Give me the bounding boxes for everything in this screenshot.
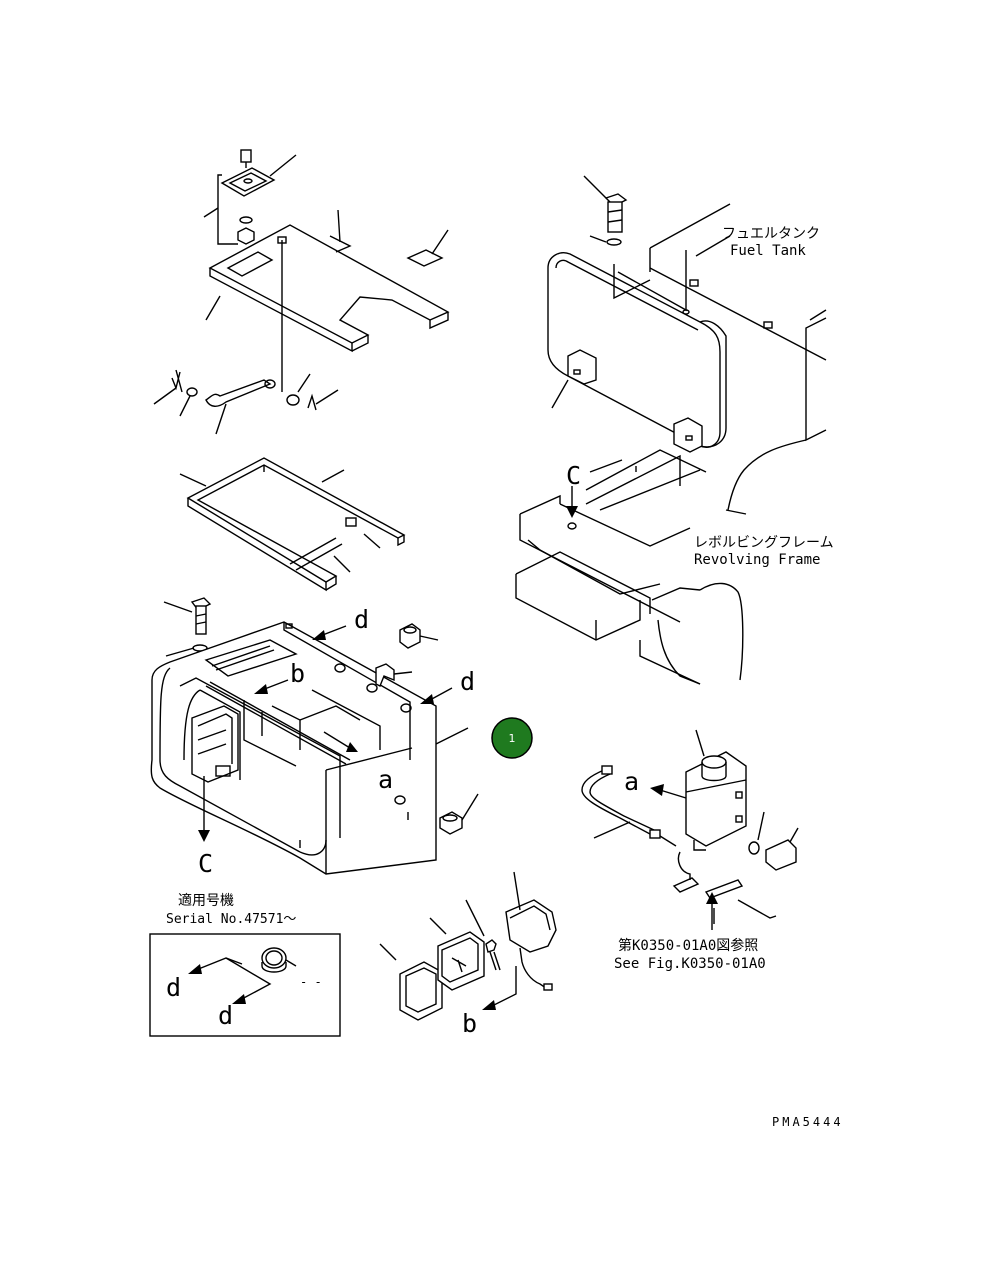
arrow-b-inner [254, 679, 289, 694]
callout-d-right: d [460, 667, 475, 696]
tray-frame [179, 457, 406, 592]
battery-box [150, 597, 479, 875]
lamp-assembly [379, 871, 557, 1021]
fuel-tank-jp-label: フュエルタンク [722, 226, 820, 242]
revolving-frame-en-label: Revolving Frame [694, 552, 820, 568]
arrow-c-down [198, 776, 210, 842]
arrow-see-fig [706, 892, 718, 930]
fuel-tank-assembly [515, 175, 827, 685]
arrow-c-frame [566, 486, 578, 518]
arrow-b-lamp [482, 966, 517, 1010]
callout-a-box: a [378, 765, 393, 794]
arrow-a-inner [323, 731, 358, 752]
arrow-a-right [650, 784, 687, 799]
item-badge[interactable]: 1 [491, 717, 533, 759]
callout-c-box: C [198, 849, 213, 878]
callout-b-box: b [290, 659, 305, 688]
callout-d-serial-1: d [166, 973, 181, 1002]
item-badge-number: 1 [509, 732, 516, 745]
applicable-jp-label: 適用号機 [178, 892, 234, 909]
revolving-frame-jp-label: レボルビングフレーム [694, 535, 834, 551]
callout-d-top: d [354, 605, 369, 634]
serial-detail-box [149, 933, 341, 1037]
cover-plate-assembly [153, 149, 450, 435]
dash-marker: - - [300, 975, 322, 989]
fuel-tank-en-label: Fuel Tank [730, 243, 806, 259]
see-fig-en-label: See Fig.K0350-01A0 [614, 956, 766, 972]
washer-tank-assembly [581, 729, 799, 930]
callout-d-serial-2: d [218, 1001, 233, 1030]
see-fig-jp-label: 第K0350-01A0図参照 [618, 937, 758, 954]
arrow-d-right [420, 687, 453, 704]
drawing-code: PMA5444 [772, 1115, 844, 1129]
callout-b-lamp: b [462, 1009, 477, 1038]
callout-c-frame: C [566, 461, 581, 490]
arrow-d-top [312, 625, 347, 640]
serial-label: Serial No.47571～ [166, 912, 296, 927]
callout-a-washer: a [624, 767, 639, 796]
